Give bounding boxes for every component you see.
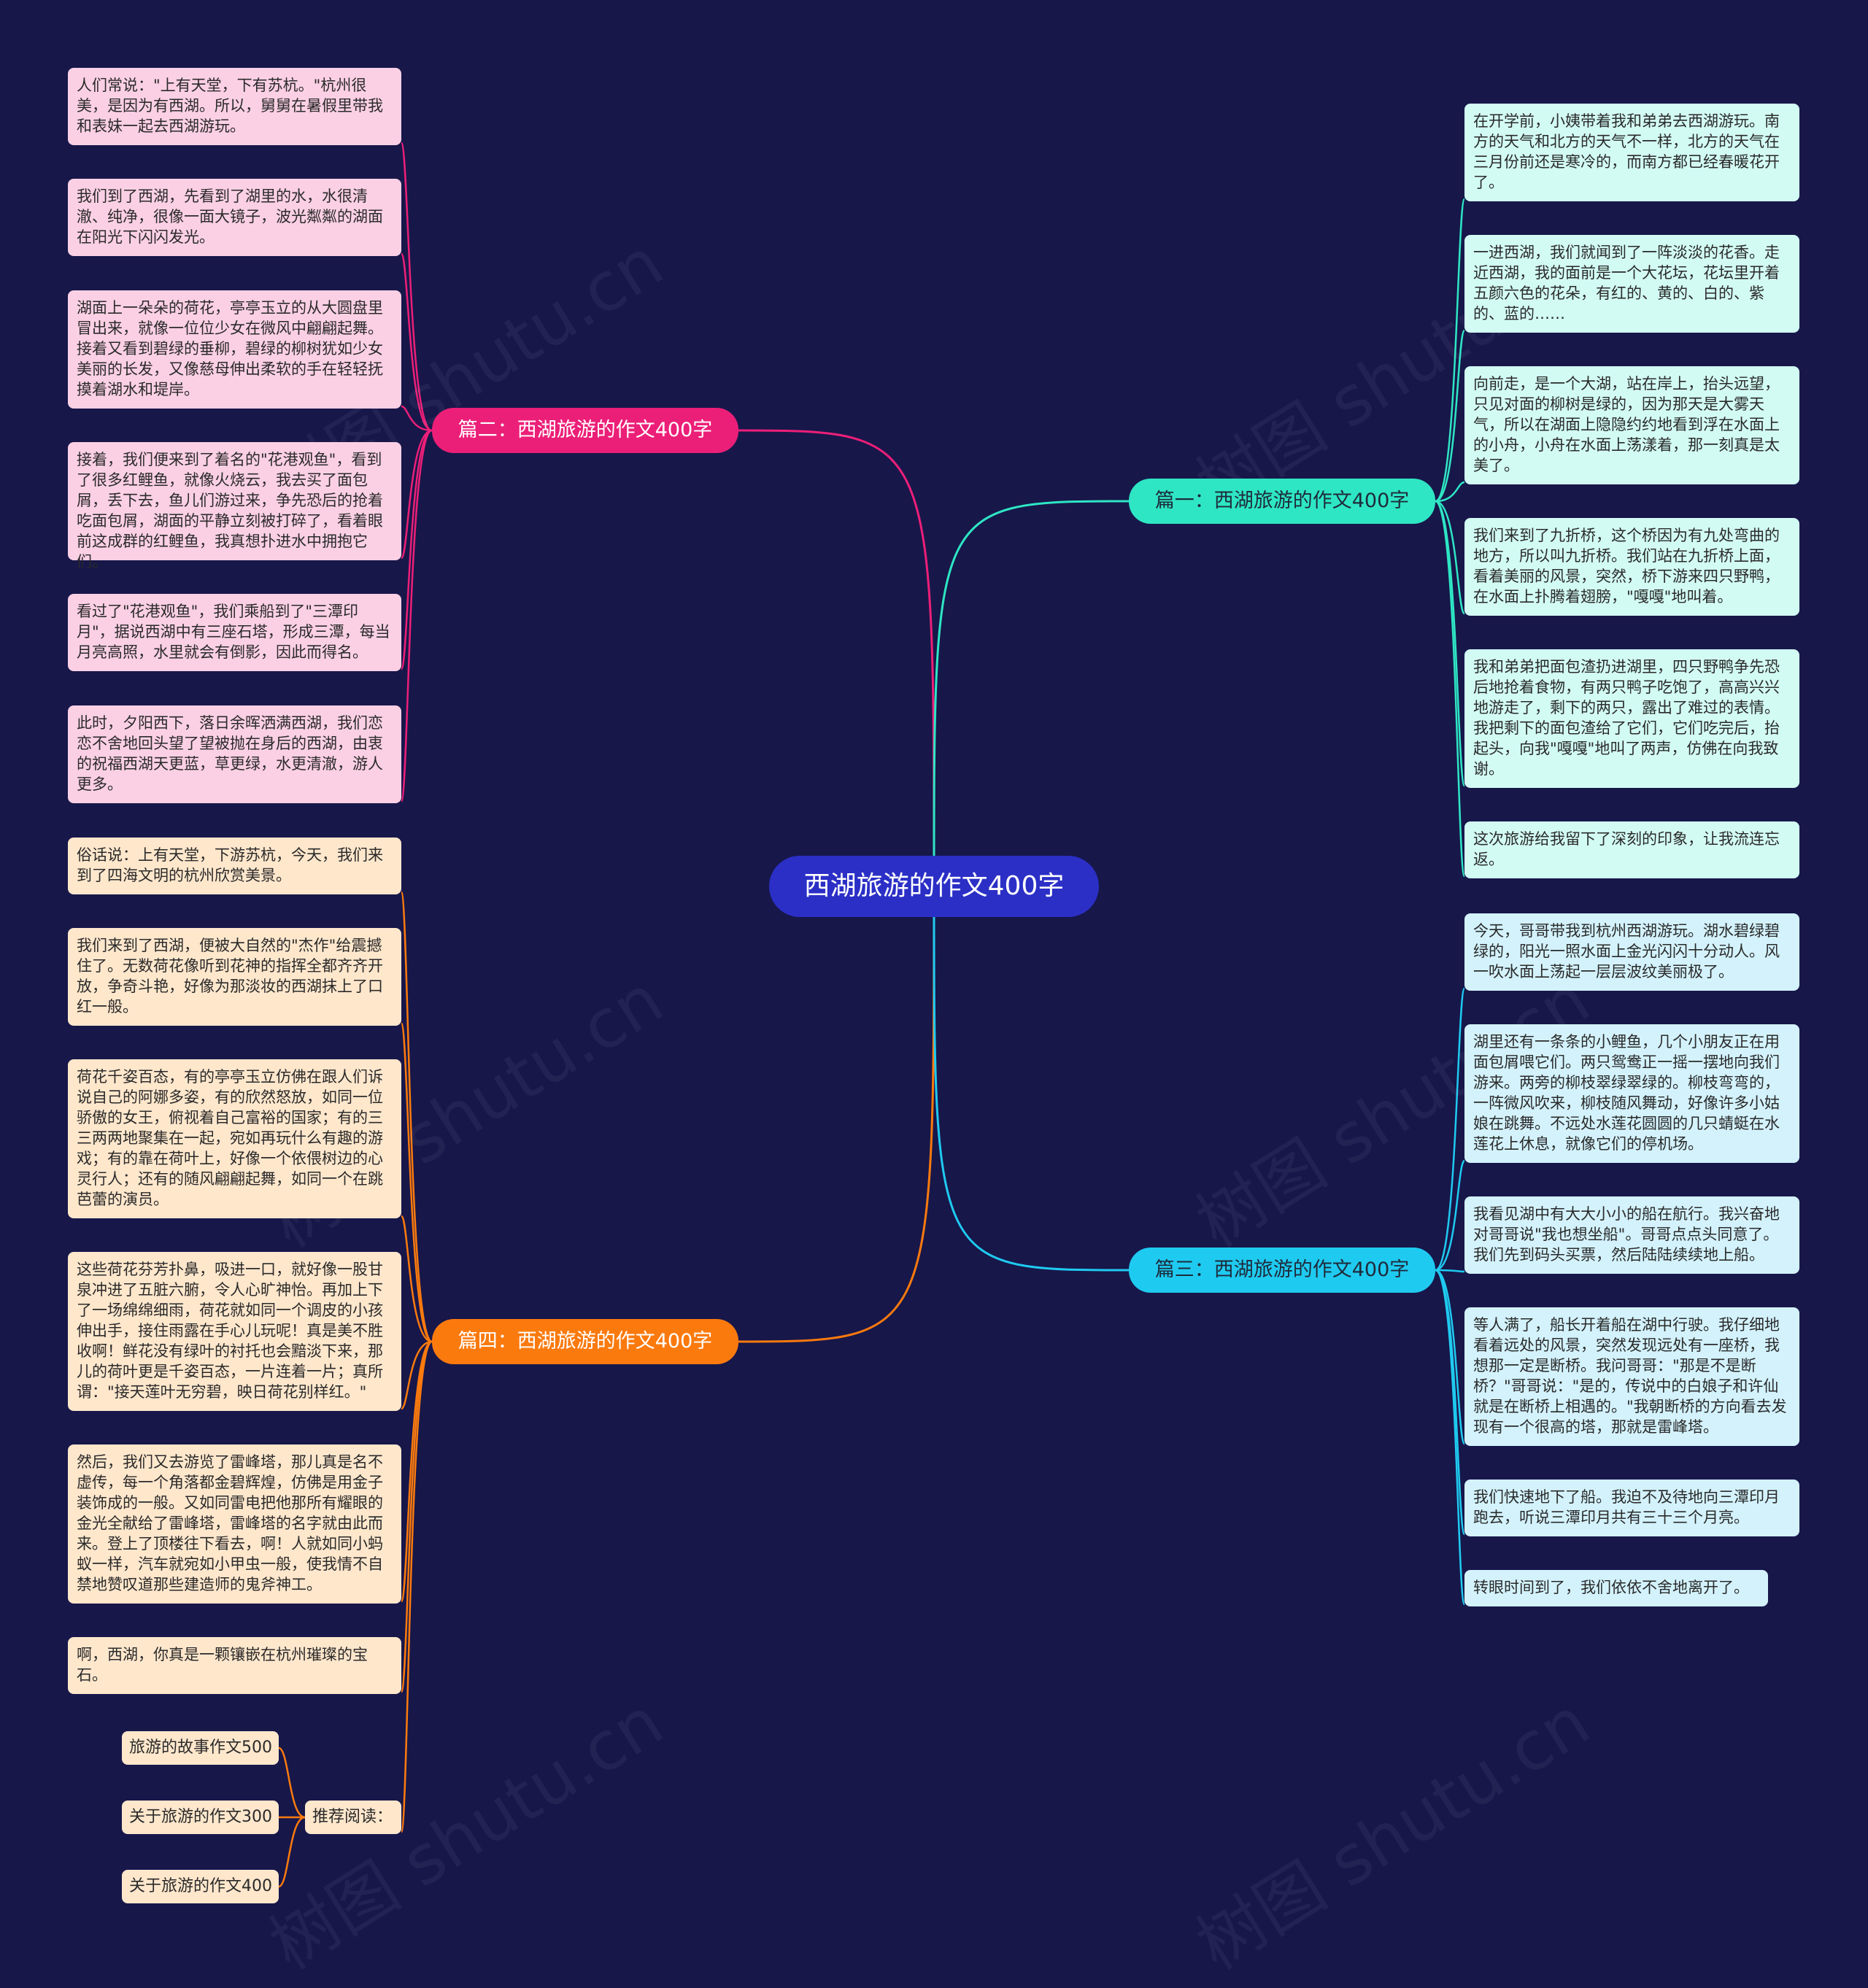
leaf-essay-1-para-4[interactable]: 我们来到了九折桥，这个桥因为有九处弯曲的地方，所以叫九折桥。我们站在九折桥上面，…	[1464, 518, 1799, 616]
leaf-connector	[1435, 481, 1465, 503]
leaf-essay-4-para-3[interactable]: 荷花千姿百态，有的亭亭玉立仿佛在跟人们诉说自己的阿娜多姿，有的欣然怒放，如同一位…	[68, 1059, 401, 1218]
recommend-reading-label[interactable]: 推荐阅读：	[305, 1801, 401, 1834]
leaf-connector	[1435, 987, 1466, 1272]
branch-connector	[738, 886, 935, 1343]
leaf-essay-2-para-4[interactable]: 接着，我们便来到了着名的"花港观鱼"，看到了很多红鲤鱼，就像火烧云，我去买了面包…	[68, 442, 401, 571]
leaf-essay-4-para-1[interactable]: 俗话说：上有天堂，下游苏杭，今天，我们来到了四海文明的杭州欣赏美景。	[68, 838, 401, 894]
leaf-essay-3-para-1[interactable]: 今天，哥哥带我到杭州西湖游玩。湖水碧绿碧绿的，阳光一照水面上金光闪闪十分动人。风…	[1464, 913, 1799, 991]
leaf-connector	[400, 1340, 433, 1693]
leaf-essay-2-para-1[interactable]: 人们常说："上有天堂，下有苏杭。"杭州很美，是因为有西湖。所以，舅舅在暑假里带我…	[68, 68, 401, 145]
branch-essay-1[interactable]: 篇一：西湖旅游的作文400字	[1129, 479, 1435, 524]
leaf-connector	[400, 142, 433, 432]
branch-connector	[738, 429, 935, 887]
leaf-connector	[400, 429, 433, 802]
leaf-essay-1-para-1[interactable]: 在开学前，小姨带着我和弟弟去西湖游玩。南方的天气和北方的天气不一样，北方的天气在…	[1464, 104, 1799, 201]
leaf-connector	[400, 891, 433, 1343]
recommend-connector	[278, 1816, 306, 1888]
leaf-essay-4-para-5[interactable]: 然后，我们又去游览了雷峰塔，那儿真是名不虚传，每一个角落都金碧辉煌，仿佛是用金子…	[68, 1444, 401, 1604]
leaf-connector	[400, 1022, 433, 1343]
branch-essay-2[interactable]: 篇二：西湖旅游的作文400字	[432, 408, 738, 453]
leaf-connector	[400, 1215, 433, 1343]
leaf-connector	[400, 429, 433, 560]
leaf-essay-2-para-3[interactable]: 湖面上一朵朵的荷花，亭亭玉立的从大圆盘里冒出来，就像一位位少女在微风中翩翩起舞。…	[68, 290, 401, 409]
leaf-essay-3-para-6[interactable]: 转眼时间到了，我们依依不舍地离开了。	[1464, 1570, 1768, 1606]
leaf-essay-4-para-4[interactable]: 这些荷花芬芳扑鼻，吸进一口，就好像一股甘泉冲进了五脏六腑，令人心旷神怡。再加上下…	[68, 1252, 401, 1411]
recommend-connector	[278, 1747, 306, 1819]
recommend-link-1[interactable]: 旅游的故事作文500	[122, 1731, 279, 1765]
leaf-connector	[1435, 329, 1466, 503]
leaf-essay-2-para-6[interactable]: 此时，夕阳西下，落日余晖洒满西湖，我们恋恋不舍地回头望了望被抛在身后的西湖，由衷…	[68, 705, 401, 803]
recommend-link-3[interactable]: 关于旅游的作文400	[122, 1870, 279, 1903]
leaf-essay-3-para-3[interactable]: 我看见湖中有大大小小的船在航行。我兴奋地对哥哥说"我也想坐船"。哥哥点点头同意了…	[1464, 1196, 1799, 1274]
leaf-essay-2-para-2[interactable]: 我们到了西湖，先看到了湖里的水，水很清澈、纯净，很像一面大镜子，波光粼粼的湖面在…	[68, 179, 401, 256]
leaf-connector	[1435, 500, 1466, 878]
leaf-connector	[1435, 198, 1466, 503]
leaf-essay-1-para-2[interactable]: 一进西湖，我们就闻到了一阵淡淡的花香。走近西湖，我的面前是一个大花坛，花坛里开着…	[1464, 235, 1799, 333]
leaf-connector	[1435, 500, 1466, 787]
leaf-essay-3-para-2[interactable]: 湖里还有一条条的小鲤鱼，几个小朋友正在用面包屑喂它们。两只鸳鸯正一摇一摆地向我们…	[1464, 1024, 1799, 1163]
branch-connector	[933, 886, 1130, 1272]
leaf-connector	[400, 1340, 433, 1833]
leaf-connector	[1435, 1159, 1466, 1272]
branch-essay-4[interactable]: 篇四：西湖旅游的作文400字	[432, 1319, 738, 1364]
leaf-connector	[400, 1340, 433, 1410]
leaf-essay-4-para-6[interactable]: 啊，西湖，你真是一颗镶嵌在杭州璀璨的宝石。	[68, 1637, 401, 1694]
root-topic[interactable]: 西湖旅游的作文400字	[769, 856, 1099, 917]
leaf-essay-4-para-2[interactable]: 我们来到了西湖，便被大自然的"杰作"给震撼住了。无数荷花像听到花神的指挥全都齐齐…	[68, 928, 401, 1026]
leaf-essay-2-para-5[interactable]: 看过了"花港观鱼"，我们乘船到了"三潭印月"，据说西湖中有三座石塔，形成三潭，每…	[68, 594, 401, 671]
leaf-connector	[1435, 1269, 1466, 1536]
leaf-connector	[401, 405, 433, 432]
leaf-connector	[400, 252, 433, 432]
leaf-essay-3-para-5[interactable]: 我们快速地下了船。我迫不及待地向三潭印月跑去，听说三潭印月共有三十三个月亮。	[1464, 1480, 1799, 1536]
leaf-connector	[1435, 500, 1466, 615]
leaf-connector	[1435, 1269, 1466, 1445]
leaf-essay-1-para-5[interactable]: 我和弟弟把面包渣扔进湖里，四只野鸭争先恐后地抢着食物，有两只鸭子吃饱了，高高兴兴…	[1464, 649, 1799, 788]
leaf-essay-1-para-3[interactable]: 向前走，是一个大湖，站在岸上，抬头远望，只见对面的柳树是绿的，因为那天是大雾天气…	[1464, 366, 1799, 484]
branch-connector	[933, 500, 1130, 887]
branch-essay-3[interactable]: 篇三：西湖旅游的作文400字	[1129, 1248, 1435, 1293]
leaf-essay-3-para-4[interactable]: 等人满了，船长开着船在湖中行驶。我仔细地看着远处的风景，突然发现远处有一座桥，我…	[1464, 1307, 1799, 1446]
leaf-connector	[400, 429, 433, 670]
leaf-connector	[1435, 1269, 1466, 1606]
recommend-link-2[interactable]: 关于旅游的作文300	[122, 1801, 279, 1834]
leaf-connector	[1435, 1269, 1465, 1273]
leaf-essay-1-para-6[interactable]: 这次旅游给我留下了深刻的印象，让我流连忘返。	[1464, 821, 1799, 878]
leaf-connector	[400, 1340, 433, 1603]
